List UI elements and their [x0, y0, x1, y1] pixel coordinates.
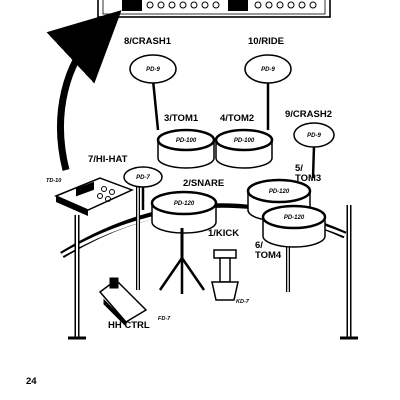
tom1-pad: PD-100	[158, 130, 214, 168]
kick-model-label: KD-7	[236, 299, 250, 305]
tom1-label: 3/TOM1	[164, 113, 199, 124]
tom2-label: 4/TOM2	[220, 113, 254, 124]
connection-arrow	[61, 34, 96, 170]
page-number: 24	[26, 376, 37, 387]
tom2-model-label: PD-100	[234, 138, 255, 144]
crash1-pad: PD-9	[130, 55, 176, 83]
crash1-label: 8/CRASH1	[124, 36, 172, 47]
module-rear-panel	[98, 0, 330, 17]
crash2-pad: PD-9	[294, 123, 334, 147]
hhctrl-pedal: FD-7	[100, 278, 171, 326]
kick-label: 1/KICK	[208, 228, 239, 239]
td10-module: TD-10	[46, 178, 132, 216]
ride-pad: PD-9	[245, 55, 291, 83]
ride-label: 10/RIDE	[248, 36, 284, 47]
crash1-model-label: PD-9	[146, 67, 160, 73]
hihat-model-label: PD-7	[136, 175, 150, 181]
hhctrl-model-label: FD-7	[158, 316, 171, 322]
hihat-label: 7/HI-HAT	[88, 154, 128, 165]
crash2-label: 9/CRASH2	[285, 109, 332, 120]
ride-model-label: PD-9	[261, 67, 275, 73]
tom2-pad: PD-100	[216, 130, 272, 168]
snare-pad: PD-120	[152, 192, 216, 233]
snare-model-label: PD-120	[174, 201, 195, 207]
snare-label: 2/SNARE	[183, 178, 224, 189]
hhctrl-label: HH CTRL	[108, 320, 150, 331]
tom3-model-label: PD-120	[269, 189, 290, 195]
module-model-label: TD-10	[46, 178, 61, 184]
tom3-label-name: TOM3	[295, 173, 321, 184]
tom1-model-label: PD-100	[176, 138, 197, 144]
tom4-label-name: TOM4	[255, 250, 282, 261]
hihat-pad: PD-7	[124, 167, 162, 187]
tom4-model-label: PD-120	[284, 215, 305, 221]
kick-pad: KD-7	[160, 228, 250, 305]
tom4-pad: PD-120	[263, 206, 325, 247]
crash2-model-label: PD-9	[307, 133, 321, 139]
